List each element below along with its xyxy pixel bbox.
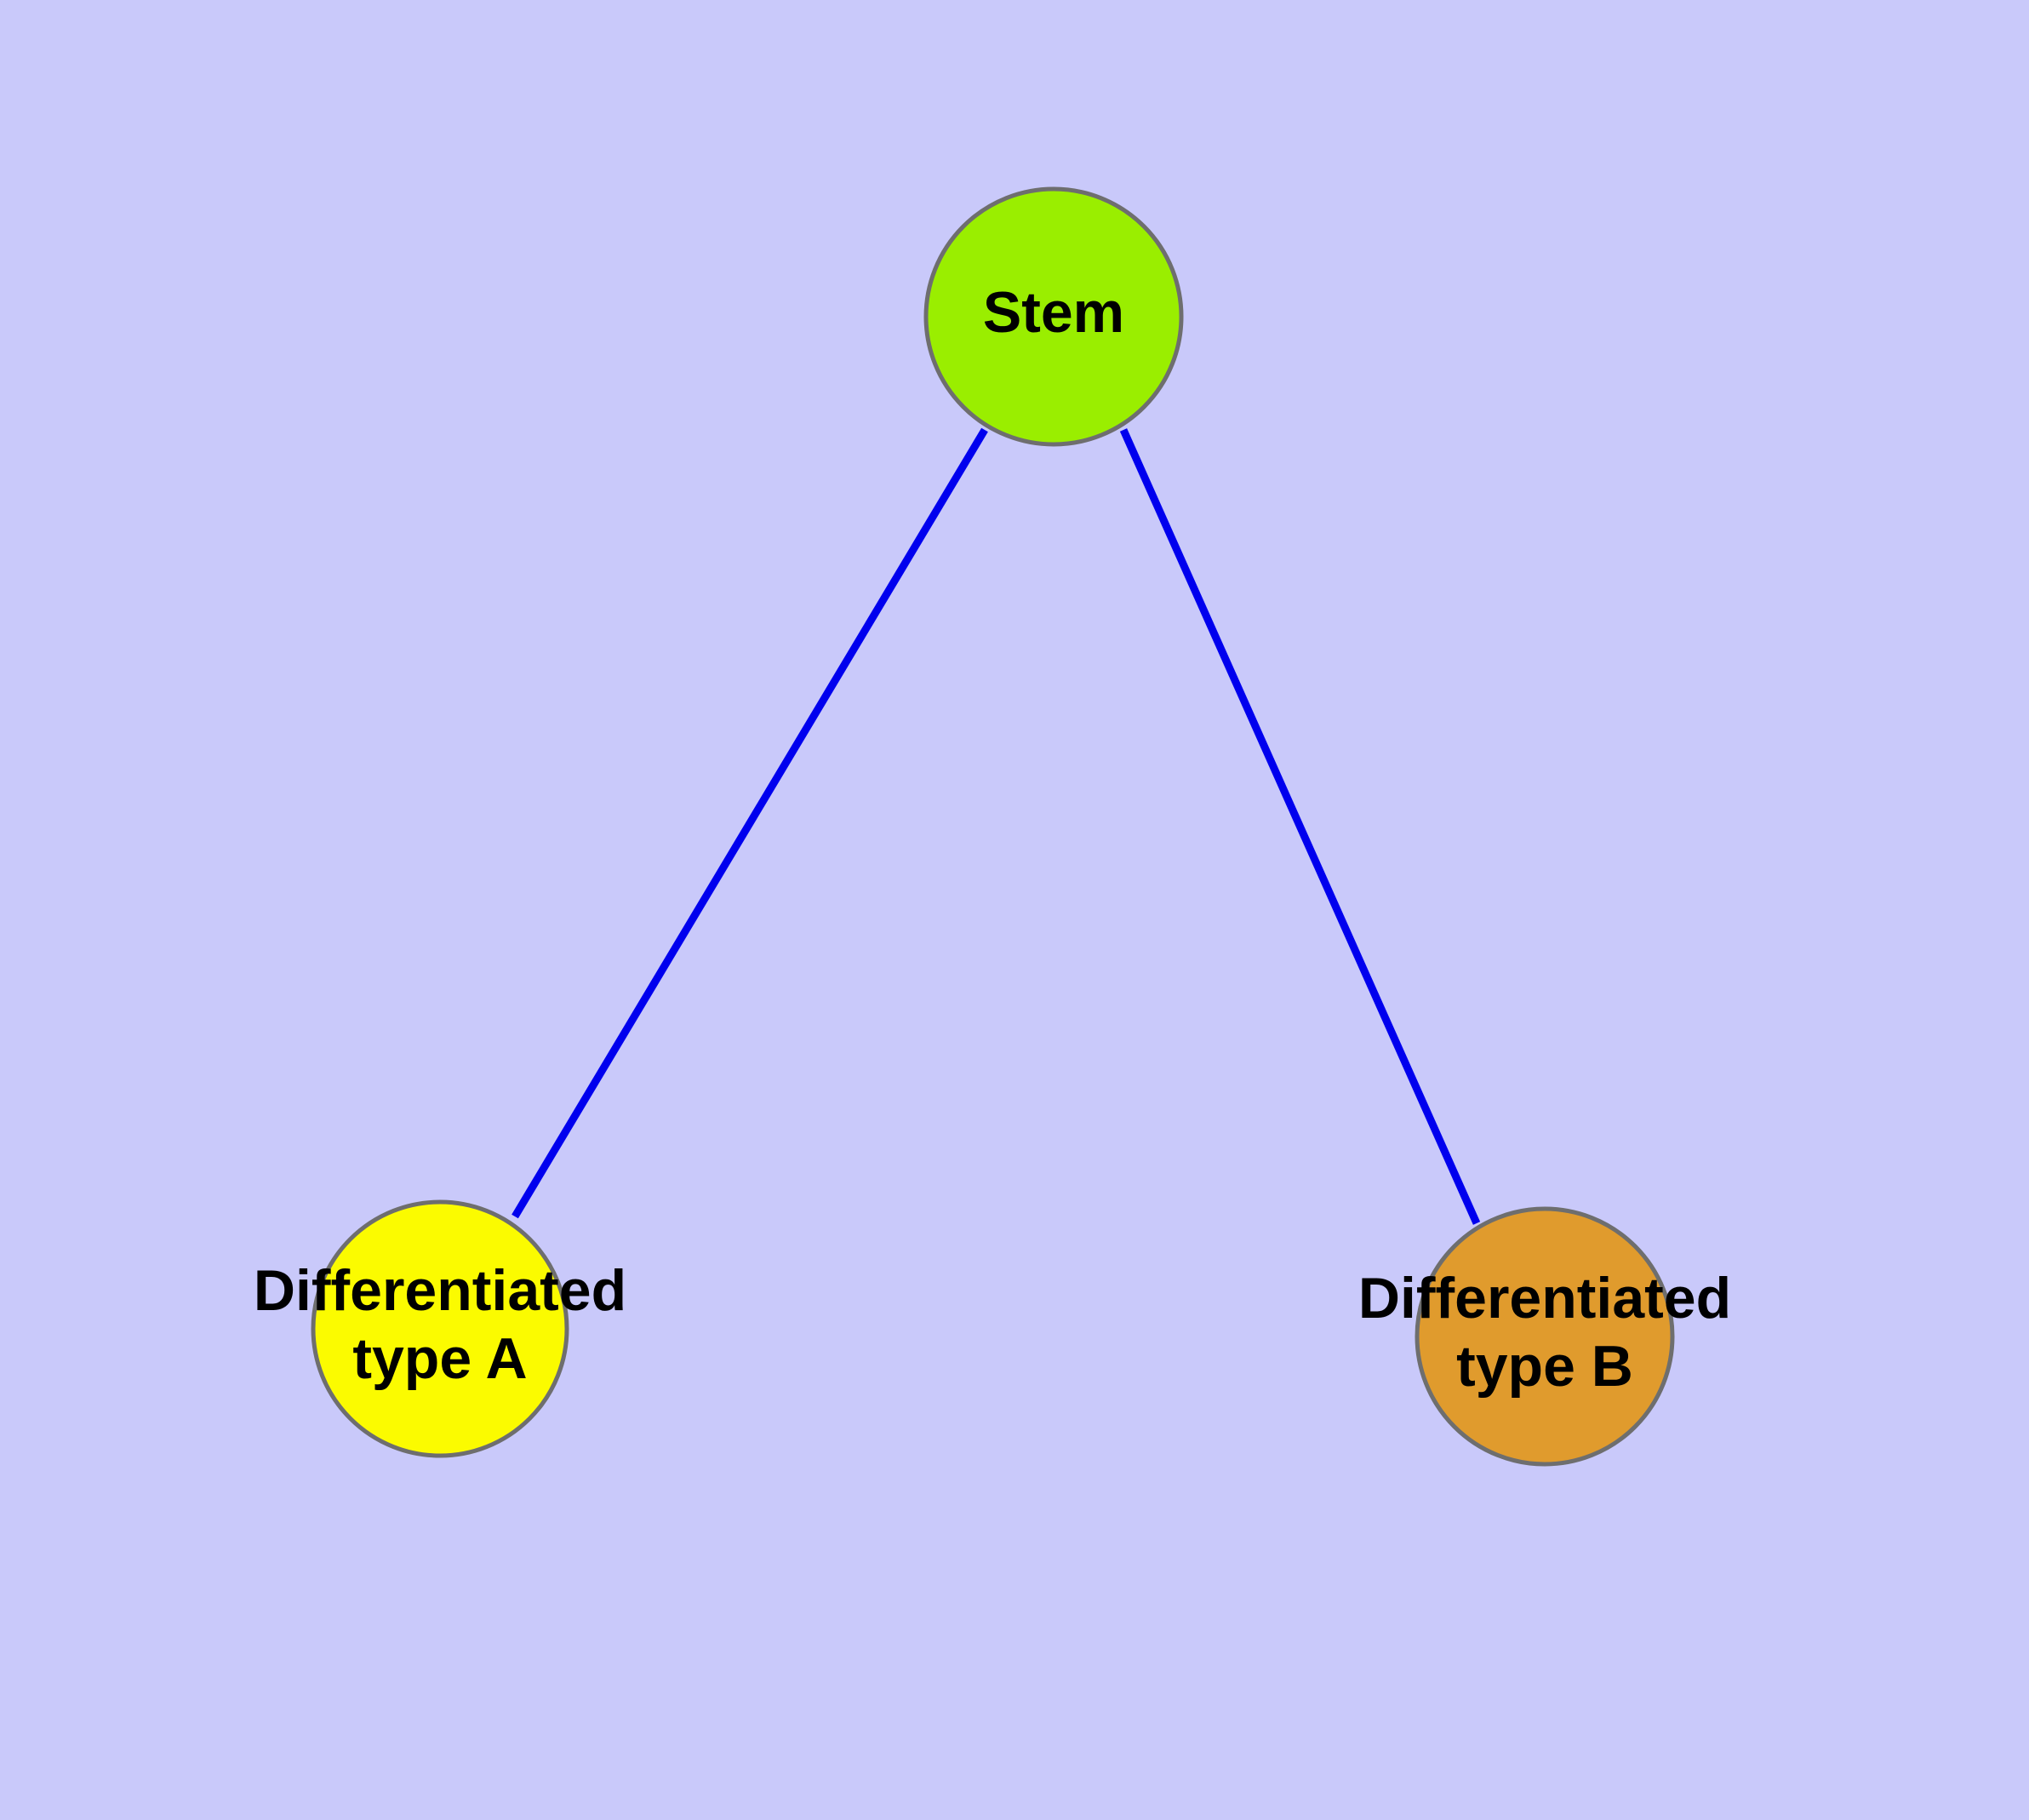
- node-circle-diff-a[interactable]: [311, 1199, 569, 1458]
- node-label-stem: Stem: [983, 280, 1124, 345]
- graph-node-stem[interactable]: Stem: [923, 186, 1184, 447]
- graph-edge-stem-to-diff-b[interactable]: [1119, 428, 1481, 1225]
- node-circle-diff-b[interactable]: [1415, 1206, 1675, 1467]
- graph-edge-stem-to-diff-a[interactable]: [512, 427, 988, 1219]
- edges-layer: [512, 427, 1481, 1225]
- node-circle-stem[interactable]: [923, 186, 1184, 447]
